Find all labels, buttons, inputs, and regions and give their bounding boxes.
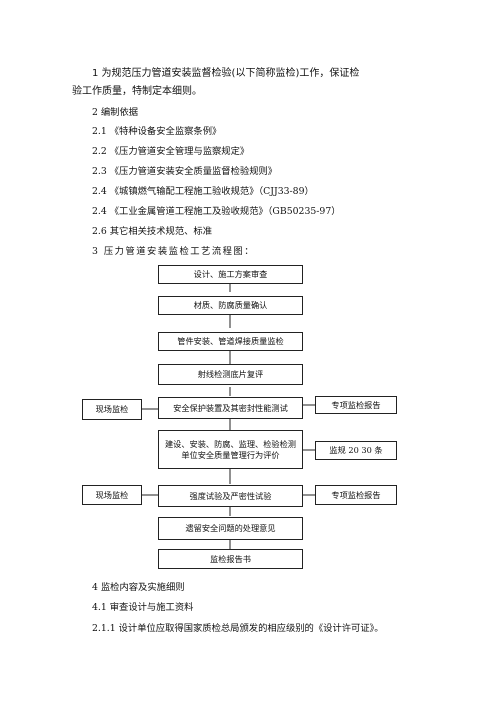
flow-step-radiograph-review: 射线检测底片复评 <box>158 364 303 385</box>
section-2-item-4: 2.4 《城镇燃气输配工程施工验收规范》（CJJ33-89） <box>92 186 314 197</box>
flow-note-onsite-2: 现场监检 <box>82 485 142 505</box>
flow-step-remaining-issues: 遗留安全问题的处理意见 <box>158 517 303 540</box>
section-2-item-3: 2.3 《压力管道安装安全质量监督检验规则》 <box>92 166 278 177</box>
section-2-item-2: 2.2 《压力管道安全管理与监察规定》 <box>92 146 250 157</box>
flow-step-safety-device-test: 安全保护装置及其密封性能测试 <box>158 397 303 419</box>
section-2-item-6: 2.6 其它相关技术规范、标准 <box>92 226 213 237</box>
intro-line-2: 验工作质量，特制定本细则。 <box>72 86 202 97</box>
flow-note-regulation: 监规 20 30 条 <box>315 441 397 460</box>
intro-line-1: 1 为规范压力管道安装监督检验(以下简称监检)工作，保证检 <box>92 68 360 79</box>
section-2-heading: 2 编制依据 <box>92 107 139 118</box>
section-2-item-5: 2.4 《工业金属管道工程施工及验收规范》（GB50235-97） <box>92 206 341 217</box>
flow-step-material-check: 材质、防腐质量确认 <box>158 296 303 315</box>
flow-step-design-review: 设计、施工方案审查 <box>158 265 303 284</box>
flow-note-onsite-1: 现场监检 <box>82 399 142 420</box>
section-2-item-1: 2.1 《特种设备安全监察条例》 <box>92 126 222 137</box>
section-3-heading: 3 压力管道安装监检工艺流程图： <box>92 246 256 257</box>
flow-step-report: 监检报告书 <box>158 549 303 569</box>
flow-step-management-evaluation: 建设、安装、防腐、监理、检验检测单位安全质量管理行为评价 <box>158 430 303 469</box>
flow-note-special-report-1: 专项监检报告 <box>315 396 397 414</box>
flow-step-pressure-test: 强度试验及严密性试验 <box>158 485 303 507</box>
flow-step-welding-inspection: 管件安装、管道焊接质量监检 <box>158 332 303 351</box>
section-4-item-2-1-1: 2.1.1 设计单位应取得国家质检总局颁发的相应级别的《设计许可证》。 <box>92 623 384 634</box>
flow-note-special-report-2: 专项监检报告 <box>315 485 397 505</box>
section-4-1-heading: 4.1 审查设计与施工资料 <box>92 602 194 613</box>
section-4-heading: 4 监检内容及实施细则 <box>92 582 185 593</box>
